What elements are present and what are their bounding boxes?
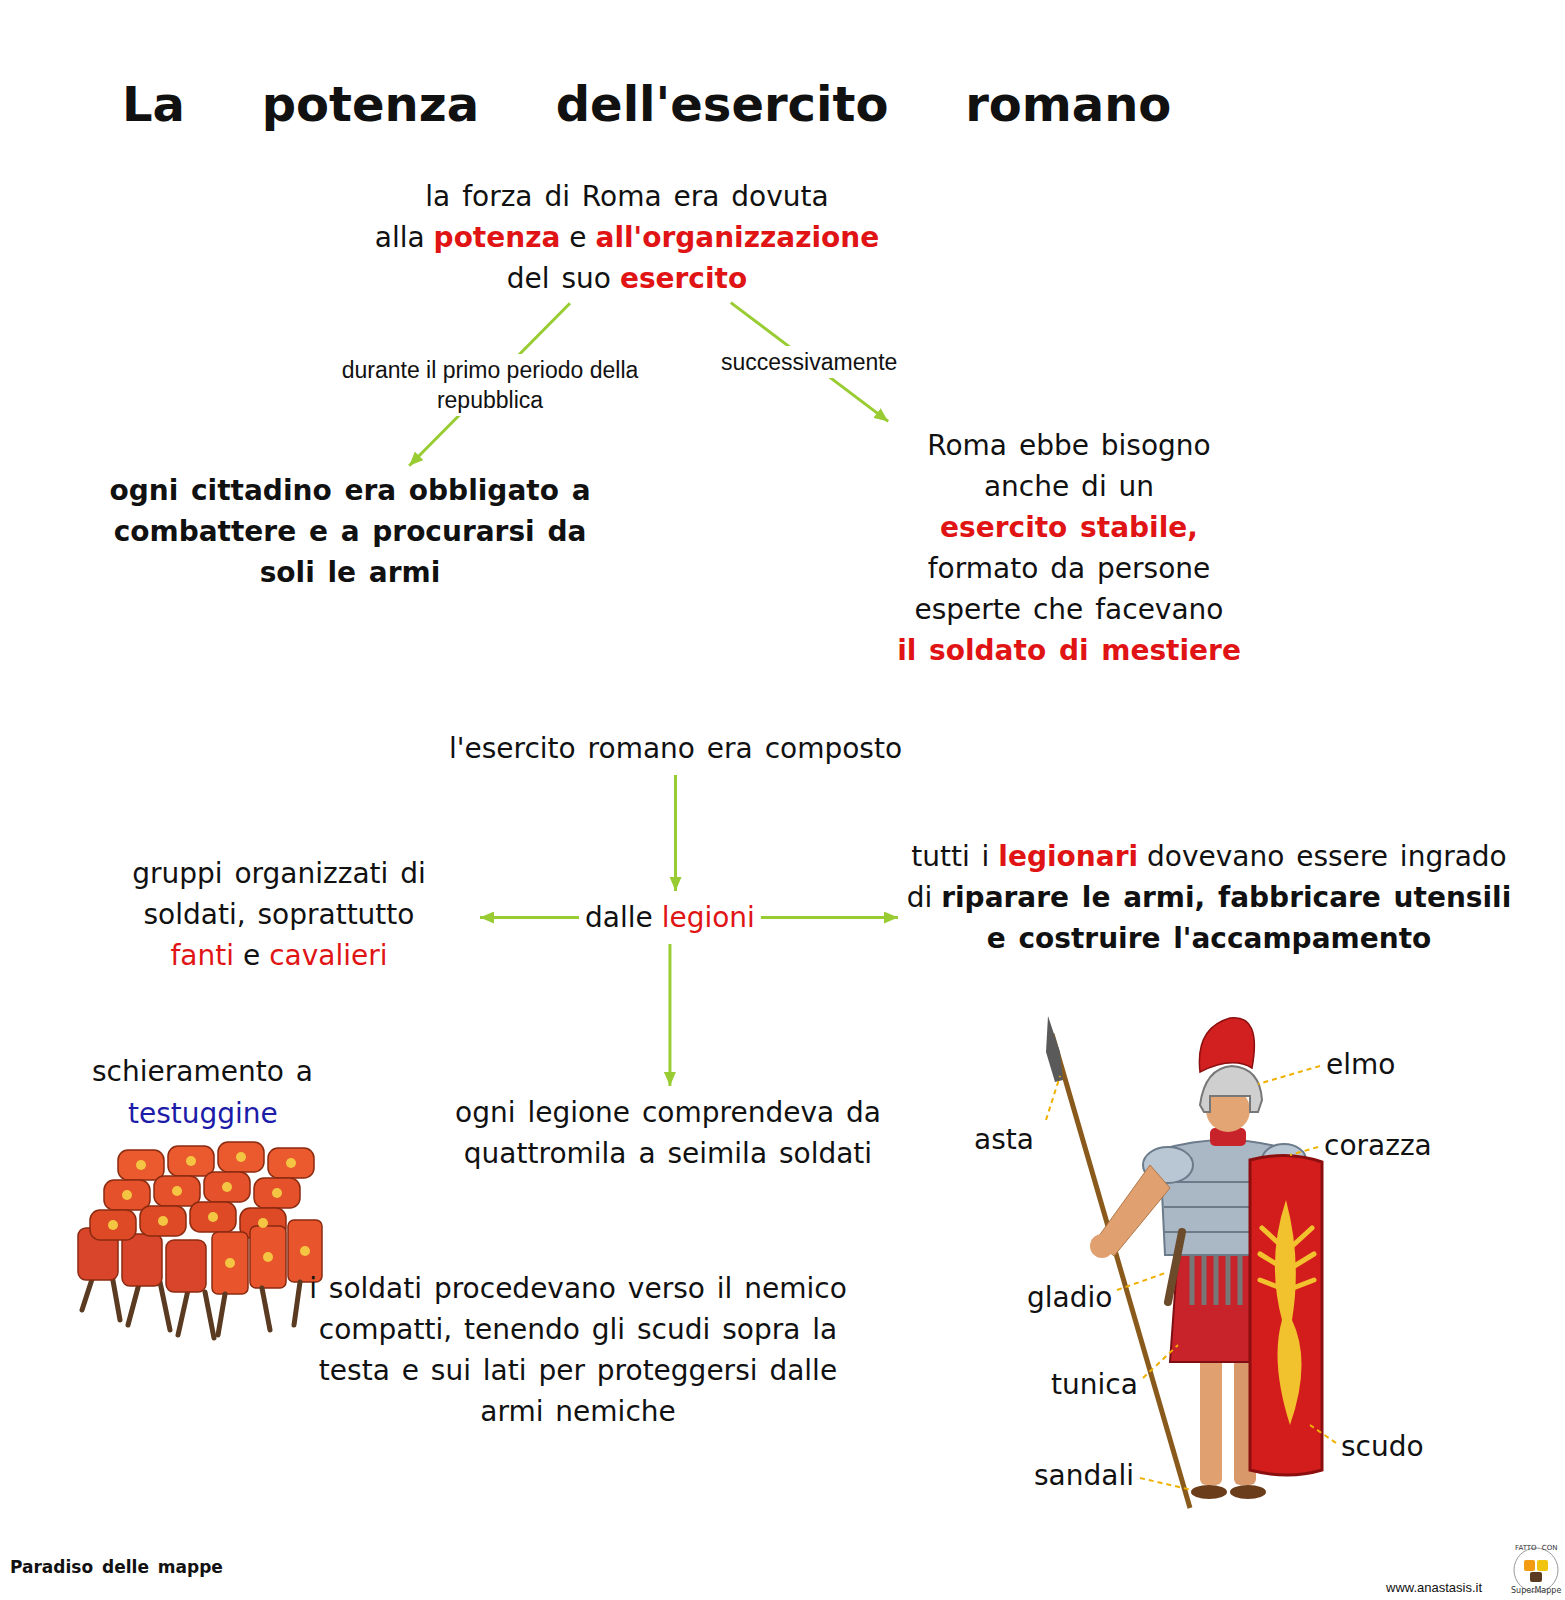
node-text: Roma ebbe bisogno anche di un bbox=[909, 425, 1229, 507]
text-line: formato da persone esperte che facevano bbox=[849, 548, 1289, 630]
text-line: fantie cavalieri bbox=[84, 935, 474, 976]
node-text: alla bbox=[375, 221, 425, 254]
node-text: esercito stabile, bbox=[940, 511, 1198, 544]
concept-node: la forza di Roma era dovutaalla potenzaea… bbox=[297, 176, 957, 299]
part-label: gladio bbox=[1027, 1278, 1112, 1318]
concept-node: l'esercito romano era composto bbox=[449, 728, 902, 769]
edge-label: successivamente bbox=[717, 346, 901, 378]
arrow-connector bbox=[761, 916, 898, 919]
arrow-connector bbox=[674, 775, 677, 891]
footer-note: Paradiso delle mappe bbox=[10, 1556, 223, 1578]
figure-caption: testuggine bbox=[128, 1094, 278, 1134]
node-text: fanti bbox=[170, 939, 234, 972]
text-line: dalle legioni bbox=[585, 897, 755, 938]
node-text: cavalieri bbox=[269, 939, 387, 972]
text-line: alla potenzae all'organizzazione bbox=[297, 217, 957, 258]
logo-icon bbox=[1514, 1548, 1558, 1592]
logo-text: SuperMappe bbox=[1511, 1586, 1561, 1596]
figure-caption: schieramento a bbox=[92, 1052, 313, 1092]
concept-node: tutti ilegionaridovevano essere ingrado … bbox=[904, 836, 1514, 959]
part-label: elmo bbox=[1326, 1045, 1395, 1085]
logo-text: FATTO CON bbox=[1515, 1544, 1557, 1553]
part-label: tunica bbox=[1051, 1365, 1138, 1405]
concept-node: gruppi organizzati di soldati, soprattut… bbox=[84, 853, 474, 976]
node-text: legioni bbox=[662, 901, 755, 934]
title: La potenza dell'esercito romano bbox=[122, 74, 1171, 134]
text-line: Roma ebbe bisogno anche di un bbox=[849, 425, 1289, 507]
leader-lines bbox=[1046, 1066, 1336, 1490]
edge-label: durante il primo periodo della repubblic… bbox=[296, 354, 684, 416]
node-text: legionari bbox=[998, 840, 1138, 873]
node-text: ogni legione comprendeva da quattromila … bbox=[455, 1096, 881, 1170]
text-line: tutti ilegionaridovevano essere ingrado … bbox=[904, 836, 1514, 959]
part-label: asta bbox=[974, 1120, 1034, 1160]
node-text: potenza bbox=[434, 221, 561, 254]
part-label: sandali bbox=[1034, 1456, 1134, 1496]
part-label: corazza bbox=[1324, 1126, 1432, 1166]
node-text: riparare le armi, fabbricare utensili e … bbox=[941, 881, 1511, 955]
legionary-illustration bbox=[1046, 1016, 1322, 1508]
text-line: gruppi organizzati di soldati, soprattut… bbox=[84, 853, 474, 935]
node-text: la forza di Roma era dovuta bbox=[425, 180, 828, 213]
arrow-connector bbox=[668, 944, 671, 1086]
text-line: ogni cittadino era obbligato a combatter… bbox=[100, 470, 600, 593]
node-text: l'esercito romano era composto bbox=[449, 732, 902, 765]
text-line: il soldato di mestiere bbox=[849, 630, 1289, 671]
text-line: ogni legione comprendeva da quattromila … bbox=[388, 1092, 948, 1174]
concept-node: ogni legione comprendeva da quattromila … bbox=[388, 1092, 948, 1174]
node-text: il soldato di mestiere bbox=[897, 634, 1241, 667]
text-line: la forza di Roma era dovuta bbox=[297, 176, 957, 217]
concept-node: ogni cittadino era obbligato a combatter… bbox=[100, 470, 600, 593]
node-text: e bbox=[569, 221, 586, 254]
node-text: ogni cittadino era obbligato a combatter… bbox=[109, 474, 590, 589]
description-text: i soldati procedevano verso il nemico co… bbox=[288, 1268, 868, 1432]
node-text: formato da persone esperte che facevano bbox=[894, 548, 1244, 630]
text-line: l'esercito romano era composto bbox=[449, 728, 902, 769]
node-text: tutti i bbox=[911, 840, 989, 873]
watermark: www.anastasis.it bbox=[1386, 1580, 1482, 1596]
node-text: del suo bbox=[507, 262, 611, 295]
concept-node: dalle legioni bbox=[585, 897, 755, 938]
text-line: del suo esercito bbox=[297, 258, 957, 299]
node-text: e bbox=[243, 939, 260, 972]
node-text: gruppi organizzati di soldati, soprattut… bbox=[132, 857, 426, 931]
concept-node: Roma ebbe bisogno anche di un esercito st… bbox=[849, 425, 1289, 671]
part-label: scudo bbox=[1341, 1427, 1424, 1467]
text-line: esercito stabile, bbox=[849, 507, 1289, 548]
node-text: all'organizzazione bbox=[596, 221, 880, 254]
node-text: esercito bbox=[620, 262, 747, 295]
arrow-connector bbox=[480, 916, 579, 919]
node-text: dalle bbox=[585, 901, 653, 934]
testudo-illustration bbox=[78, 1142, 322, 1338]
